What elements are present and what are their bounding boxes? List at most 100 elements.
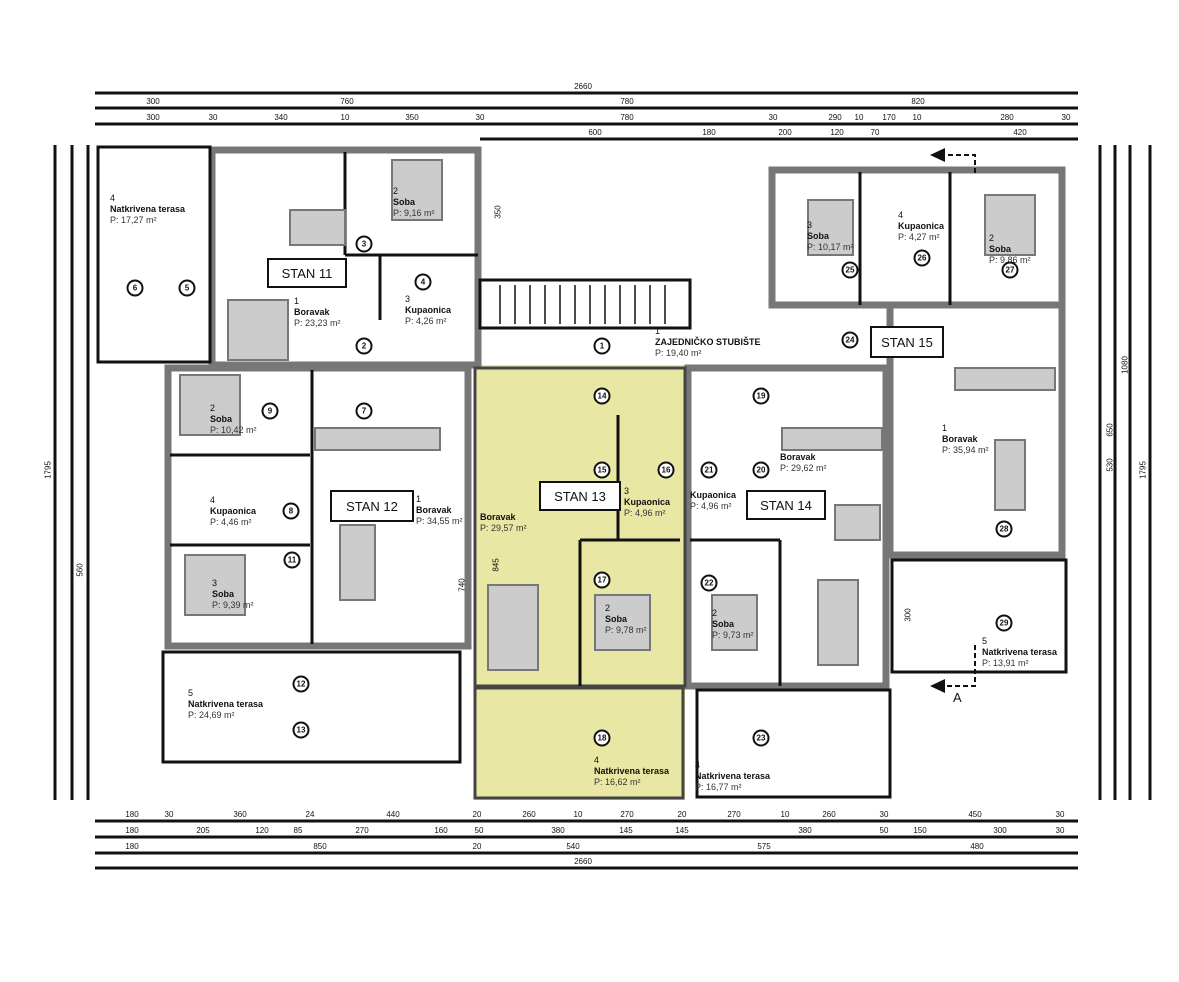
- dimension-label: 280: [1000, 113, 1014, 122]
- room-name: Natkrivena terasa: [695, 771, 771, 781]
- dimension-label: 20: [472, 842, 482, 851]
- dimension-label: 1795: [43, 461, 53, 479]
- dimension-label: 85: [293, 826, 303, 835]
- dimension-label: 560: [75, 563, 85, 577]
- dimension-label: 740: [457, 578, 467, 592]
- room-name: Soba: [393, 197, 416, 207]
- dimension-label: 300: [903, 608, 913, 622]
- room-marker: 16: [657, 461, 675, 479]
- dimension-label: 150: [913, 826, 927, 835]
- room-marker: 14: [593, 387, 611, 405]
- dimension-label: 270: [355, 826, 369, 835]
- dimension-label: 160: [434, 826, 448, 835]
- room-area: P: 4,27 m²: [898, 232, 940, 242]
- dimension-label: 300: [146, 113, 160, 122]
- room-area: P: 4,46 m²: [210, 517, 252, 527]
- dimension-label: 270: [727, 810, 741, 819]
- room-marker: 19: [752, 387, 770, 405]
- dimension-label: 10: [340, 113, 350, 122]
- room-name: Natkrivena terasa: [110, 204, 186, 214]
- room-area: P: 9,78 m²: [605, 625, 647, 635]
- dimension-label: 10: [912, 113, 922, 122]
- room-num: 4: [898, 210, 904, 220]
- room-name: ZAJEDNIČKO STUBIŠTE: [655, 337, 761, 347]
- dimension-label: 780: [620, 97, 634, 106]
- room-marker: 1: [593, 337, 611, 355]
- dimension-label: 420: [1013, 128, 1027, 137]
- room-name: Natkrivena terasa: [982, 647, 1058, 657]
- dimension-label: 70: [870, 128, 880, 137]
- room-area: P: 10,17 m²: [807, 242, 854, 252]
- room-marker: 15: [593, 461, 611, 479]
- dimension-label: 480: [970, 842, 984, 851]
- room-area: P: 35,94 m²: [942, 445, 989, 455]
- room-marker: 22: [700, 574, 718, 592]
- dimension-label: 24: [305, 810, 315, 819]
- room-name: Natkrivena terasa: [188, 699, 264, 709]
- dimension-label: 180: [125, 810, 139, 819]
- room-marker: 27: [1001, 261, 1019, 279]
- room-name: Soba: [712, 619, 735, 629]
- room-marker: 23: [752, 729, 770, 747]
- dimension-label: 780: [620, 113, 634, 122]
- room-num: 4: [210, 495, 216, 505]
- dimension-label: 2660: [574, 857, 592, 866]
- dimension-label: 30: [1055, 826, 1065, 835]
- room-area: P: 4,96 m²: [624, 508, 666, 518]
- apartment-label: STAN 15: [870, 326, 944, 358]
- room-marker: 26: [913, 249, 931, 267]
- room-num: 1: [655, 326, 661, 336]
- room-marker: 12: [292, 675, 310, 693]
- dimension-label: 50: [879, 826, 889, 835]
- dimension-label: 10: [573, 810, 583, 819]
- room-marker: 20: [752, 461, 770, 479]
- room-name: Soba: [212, 589, 235, 599]
- room-area: P: 4,96 m²: [690, 501, 732, 511]
- room-marker: 2: [355, 337, 373, 355]
- room-marker: 8: [282, 502, 300, 520]
- apartment-label: STAN 13: [539, 481, 621, 511]
- room-marker: 25: [841, 261, 859, 279]
- dimension-label: 380: [798, 826, 812, 835]
- dimension-label: 30: [1061, 113, 1071, 122]
- room-num: 3: [624, 486, 630, 496]
- room-name: Kupaonica: [210, 506, 257, 516]
- room-marker: 28: [995, 520, 1013, 538]
- room-area: P: 13,91 m²: [982, 658, 1029, 668]
- room-marker: 7: [355, 402, 373, 420]
- room-num: 1: [942, 423, 948, 433]
- dimension-label: 1080: [1120, 356, 1130, 374]
- dimension-label: 450: [968, 810, 982, 819]
- room-name: Soba: [807, 231, 830, 241]
- room-num: 3: [807, 220, 813, 230]
- room-num: 2: [210, 403, 216, 413]
- dimension-label: 200: [778, 128, 792, 137]
- dimension-label: 10: [780, 810, 790, 819]
- dimension-label: 600: [588, 128, 602, 137]
- dimension-label: 350: [493, 205, 503, 219]
- dimension-label: 120: [830, 128, 844, 137]
- dimension-label: 30: [1055, 810, 1065, 819]
- room-area: P: 4,26 m²: [405, 316, 447, 326]
- dimension-label: 290: [828, 113, 842, 122]
- room-marker: 24: [841, 331, 859, 349]
- dimension-label: 360: [233, 810, 247, 819]
- dimension-label: 1795: [1138, 461, 1148, 479]
- room-name: Kupaonica: [898, 221, 945, 231]
- room-name: Boravak: [294, 307, 330, 317]
- room-marker: 4: [414, 273, 432, 291]
